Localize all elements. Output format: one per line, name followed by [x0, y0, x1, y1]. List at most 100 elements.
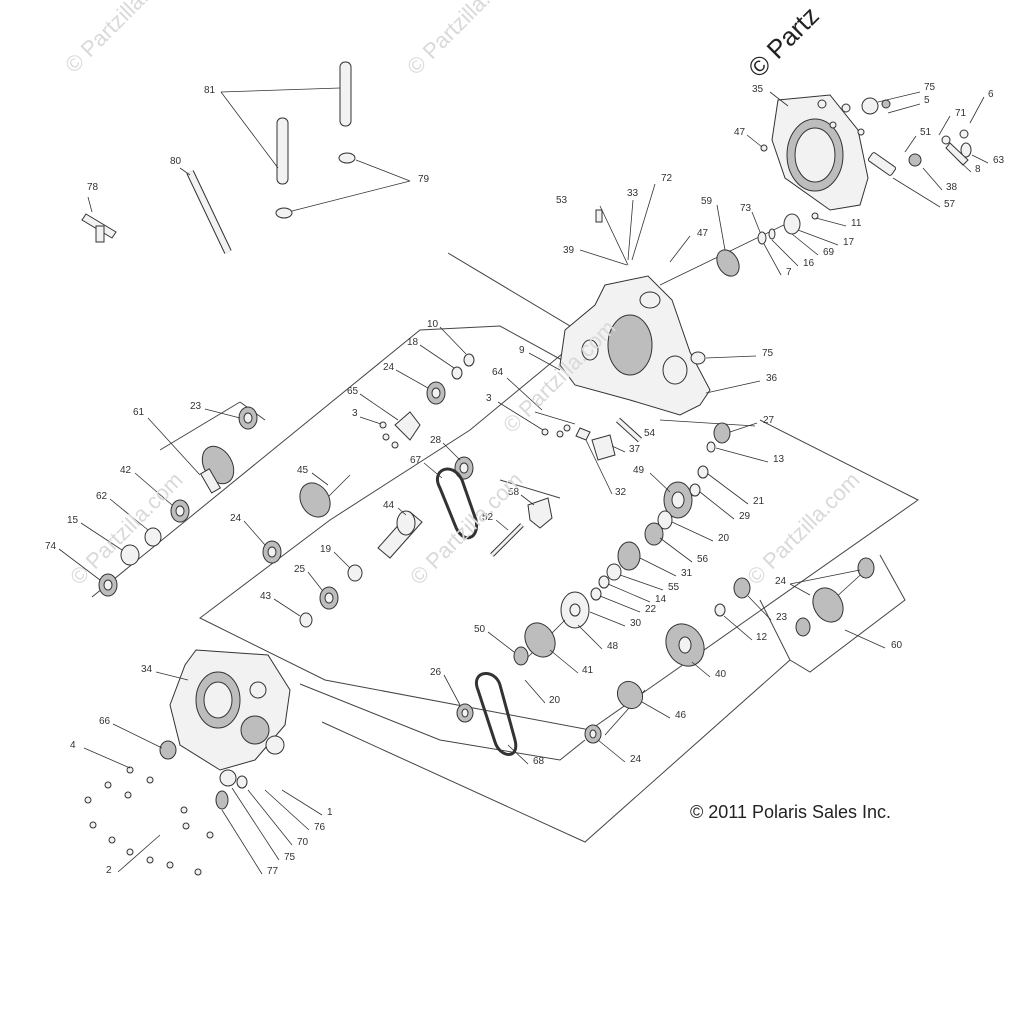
callout-21: 21	[753, 496, 765, 507]
callout-43: 43	[260, 591, 272, 602]
callout-54: 54	[644, 428, 656, 439]
small-parts-1-76-70-75-77	[215, 769, 323, 875]
bolts-4-2	[83, 747, 214, 876]
callout-35: 35	[752, 84, 764, 95]
gear-40	[665, 577, 772, 678]
chain-68	[443, 672, 529, 765]
case-36	[528, 183, 761, 427]
rod-81	[220, 61, 352, 185]
callout-42: 42	[120, 465, 132, 476]
callout-28: 28	[430, 435, 442, 446]
callout-64: 64	[492, 367, 504, 378]
callout-20: 20	[718, 533, 730, 544]
fitting-78	[81, 196, 117, 243]
callout-27: 27	[763, 415, 775, 426]
shaft-41	[487, 619, 603, 704]
callout-3: 3	[352, 408, 358, 419]
callout-33: 33	[627, 188, 639, 199]
callout-63: 63	[993, 155, 1005, 166]
callout-46: 46	[675, 710, 687, 721]
clamp-79	[275, 152, 411, 219]
callout-41: 41	[582, 665, 594, 676]
callout-23: 23	[776, 612, 788, 623]
callout-47: 47	[734, 127, 746, 138]
callout-10: 10	[427, 319, 439, 330]
gear-stack-right	[560, 422, 769, 629]
callout-24: 24	[630, 754, 642, 765]
callout-69: 69	[823, 247, 835, 258]
callout-52: 52	[482, 512, 494, 523]
callout-24: 24	[230, 513, 242, 524]
callout-29: 29	[739, 511, 751, 522]
callout-18: 18	[407, 337, 419, 348]
callout-67: 67	[410, 455, 422, 466]
callout-5: 5	[924, 95, 930, 106]
callout-49: 49	[633, 465, 645, 476]
callout-7: 7	[786, 267, 792, 278]
callout-53: 53	[556, 195, 568, 206]
callout-36: 36	[766, 373, 778, 384]
callout-24: 24	[775, 576, 787, 587]
callout-75: 75	[762, 348, 774, 359]
callout-31: 31	[681, 568, 693, 579]
callout-55: 55	[668, 582, 680, 593]
callout-20: 20	[549, 695, 561, 706]
callout-66: 66	[99, 716, 111, 727]
callout-38: 38	[946, 182, 958, 193]
callout-25: 25	[294, 564, 306, 575]
fork-58	[490, 494, 553, 557]
callout-72: 72	[661, 173, 673, 184]
callout-76: 76	[314, 822, 326, 833]
bracket-37	[575, 427, 626, 495]
callout-80: 80	[170, 156, 182, 167]
callout-77: 77	[267, 866, 279, 877]
callout-11: 11	[851, 218, 862, 229]
cover-35	[746, 91, 869, 211]
callout-51: 51	[920, 127, 932, 138]
callout-47: 47	[697, 228, 709, 239]
callout-50: 50	[474, 624, 486, 635]
callout-59: 59	[701, 196, 713, 207]
shaft-61	[58, 406, 258, 597]
callout-23: 23	[190, 401, 202, 412]
callout-12: 12	[756, 632, 768, 643]
callout-26: 26	[430, 667, 442, 678]
callout-8: 8	[975, 164, 981, 175]
callout-45: 45	[297, 465, 309, 476]
callout-15: 15	[67, 515, 79, 526]
callout-60: 60	[891, 640, 903, 651]
callout-6: 6	[988, 89, 994, 100]
callout-68: 68	[533, 756, 545, 767]
rod-80	[179, 167, 232, 254]
callout-14: 14	[655, 594, 667, 605]
callout-81: 81	[204, 85, 216, 96]
callout-17: 17	[843, 237, 855, 248]
callout-61: 61	[133, 407, 145, 418]
callout-65: 65	[347, 386, 359, 397]
callout-19: 19	[320, 544, 332, 555]
callout-56: 56	[697, 554, 709, 565]
shaft-59	[659, 204, 847, 286]
callout-44: 44	[383, 500, 395, 511]
shaft-45	[299, 472, 351, 518]
callout-57: 57	[944, 199, 956, 210]
callout-40: 40	[715, 669, 727, 680]
callout-9: 9	[519, 345, 525, 356]
callout-70: 70	[297, 837, 309, 848]
linkage-64	[497, 377, 576, 438]
bearings-upper	[395, 326, 475, 480]
shaft-44	[377, 507, 423, 559]
pin-54	[615, 417, 643, 443]
callout-78: 78	[87, 182, 99, 193]
copyright-notice: © 2011 Polaris Sales Inc.	[690, 802, 892, 822]
callout-58: 58	[508, 487, 520, 498]
callout-71: 71	[955, 108, 967, 119]
linkage-51-6-71	[867, 96, 989, 208]
callout-34: 34	[141, 664, 153, 675]
bearings-mid-left	[243, 520, 363, 628]
plate-65	[359, 393, 421, 449]
callout-3: 3	[486, 393, 492, 404]
callout-75: 75	[284, 852, 296, 863]
